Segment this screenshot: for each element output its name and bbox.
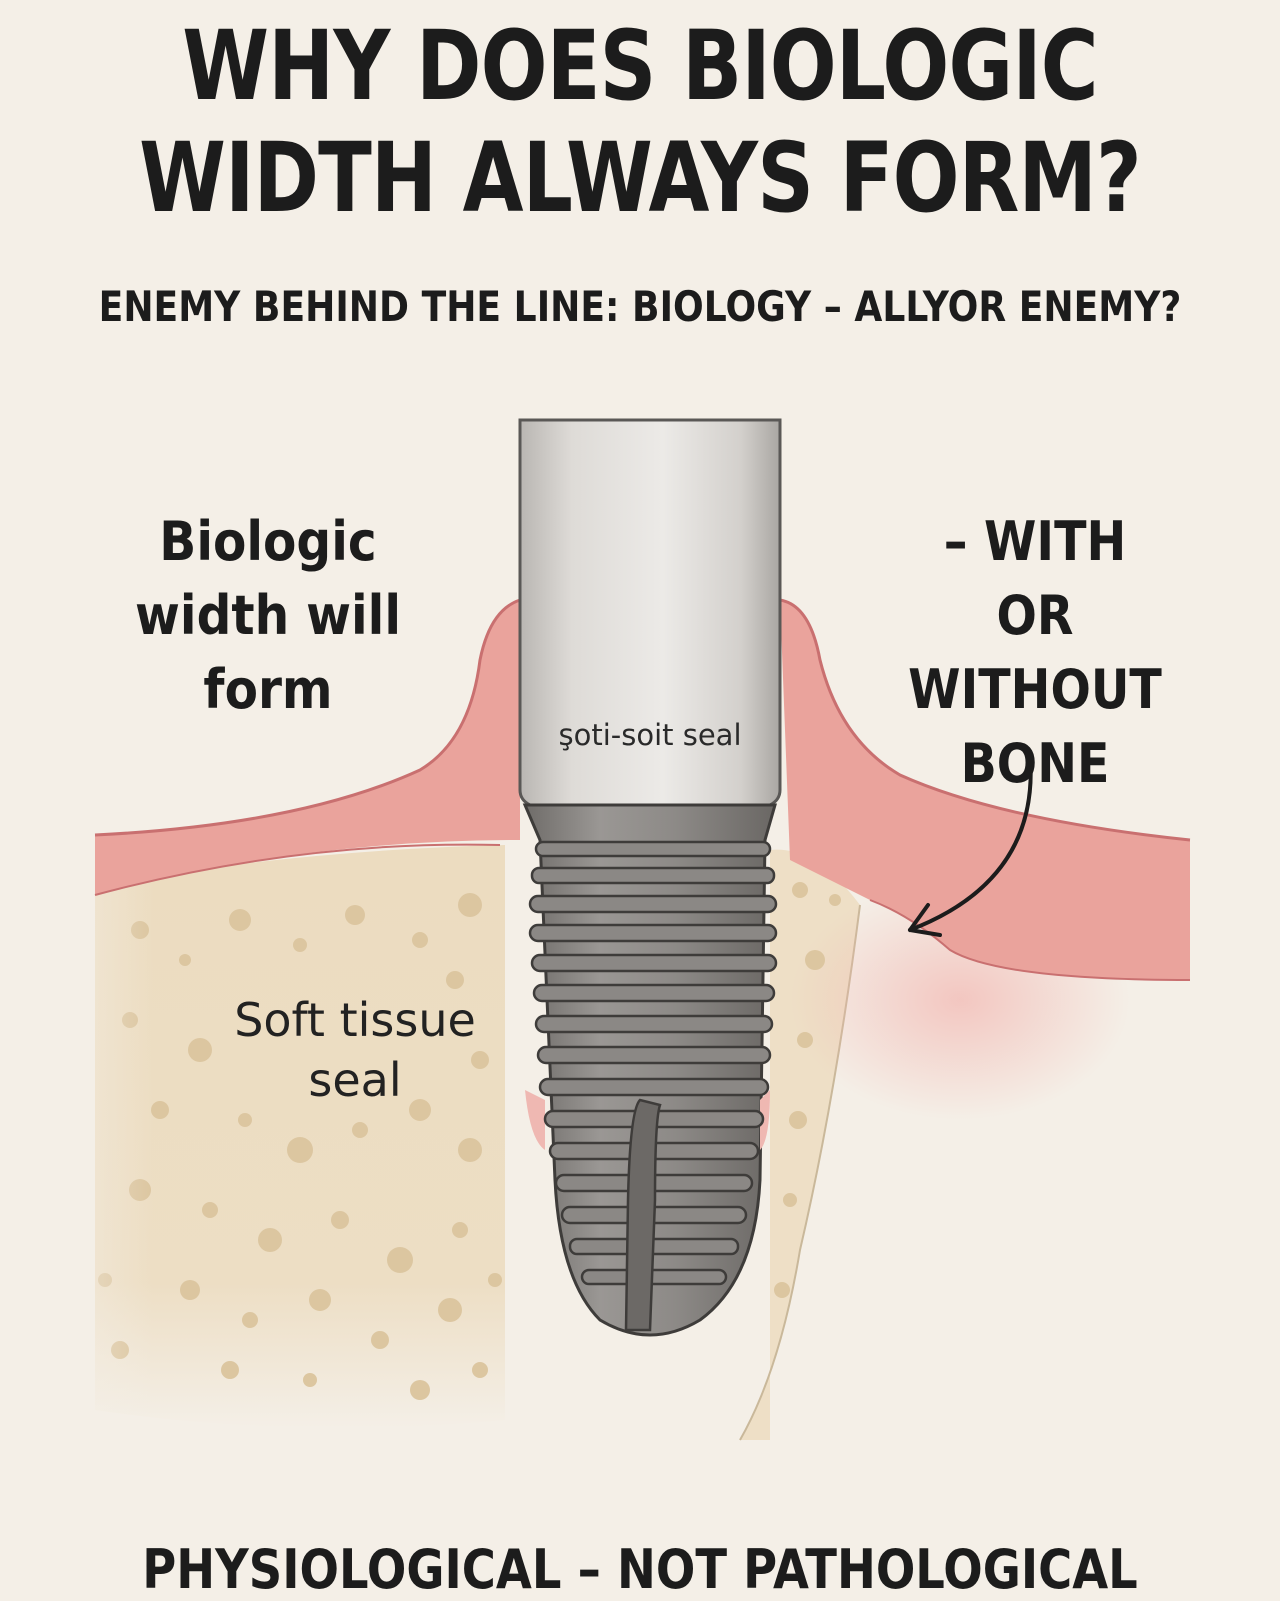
footer-caption: PHYSIOLOGICAL – NOT PATHOLOGICAL: [142, 1538, 1138, 1601]
implant-groove: [624, 1098, 662, 1332]
page-subtitle: ENEMY BEHIND THE LINE: BIOLOGY – ALLYOR …: [98, 282, 1182, 331]
abutment-seal-label: şoti-soit seal: [558, 718, 742, 752]
with-or-without-bone-callout: – WITH OR WITHOUT BONE: [908, 510, 1162, 795]
soft-tissue-seal-label: Soft tissue seal: [234, 993, 476, 1107]
biologic-width-callout: Biologic width will form: [135, 510, 401, 721]
page-title: WHY DOES BIOLOGIC WIDTH ALWAYS FORM?: [139, 10, 1142, 234]
curved-arrow-icon: [908, 753, 1033, 932]
